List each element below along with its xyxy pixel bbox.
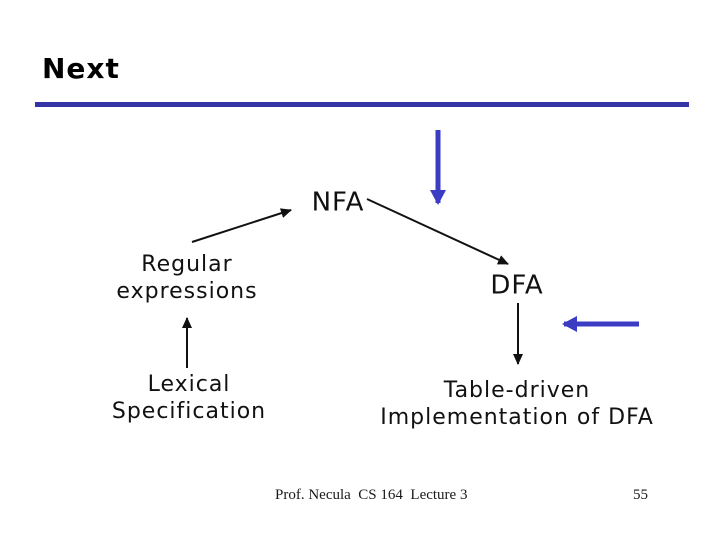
diagram-node-table-driven-implementation: Table-driven Implementation of DFA — [380, 377, 654, 431]
diagram-node-table-driven-line1: Table-driven — [443, 378, 591, 403]
diagram-node-lexical-specification: Lexical Specification — [112, 371, 266, 425]
diagram-node-nfa: NFA — [311, 187, 365, 218]
diagram-node-table-driven-line2: Implementation of DFA — [380, 405, 654, 430]
footer-page-number: 55 — [633, 487, 648, 503]
diagram-node-regular-expressions-line1: Regular — [141, 252, 233, 277]
diagram-node-dfa: DFA — [490, 270, 544, 301]
title-underline-rule — [35, 102, 689, 107]
footer-credit: Prof. Necula CS 164 Lecture 3 — [275, 487, 468, 503]
edge-nfa-to-dfa-arrow — [366, 198, 509, 265]
diagram-node-lexical-specification-line2: Specification — [111, 399, 267, 424]
diagram-node-regular-expressions-line2: expressions — [116, 279, 258, 304]
slide-title: Next — [42, 52, 120, 85]
diagram-node-regular-expressions: Regular expressions — [116, 251, 257, 305]
diagram-node-lexical-specification-line1: Lexical — [147, 372, 231, 397]
edge-regex-to-nfa-arrow — [191, 208, 292, 243]
